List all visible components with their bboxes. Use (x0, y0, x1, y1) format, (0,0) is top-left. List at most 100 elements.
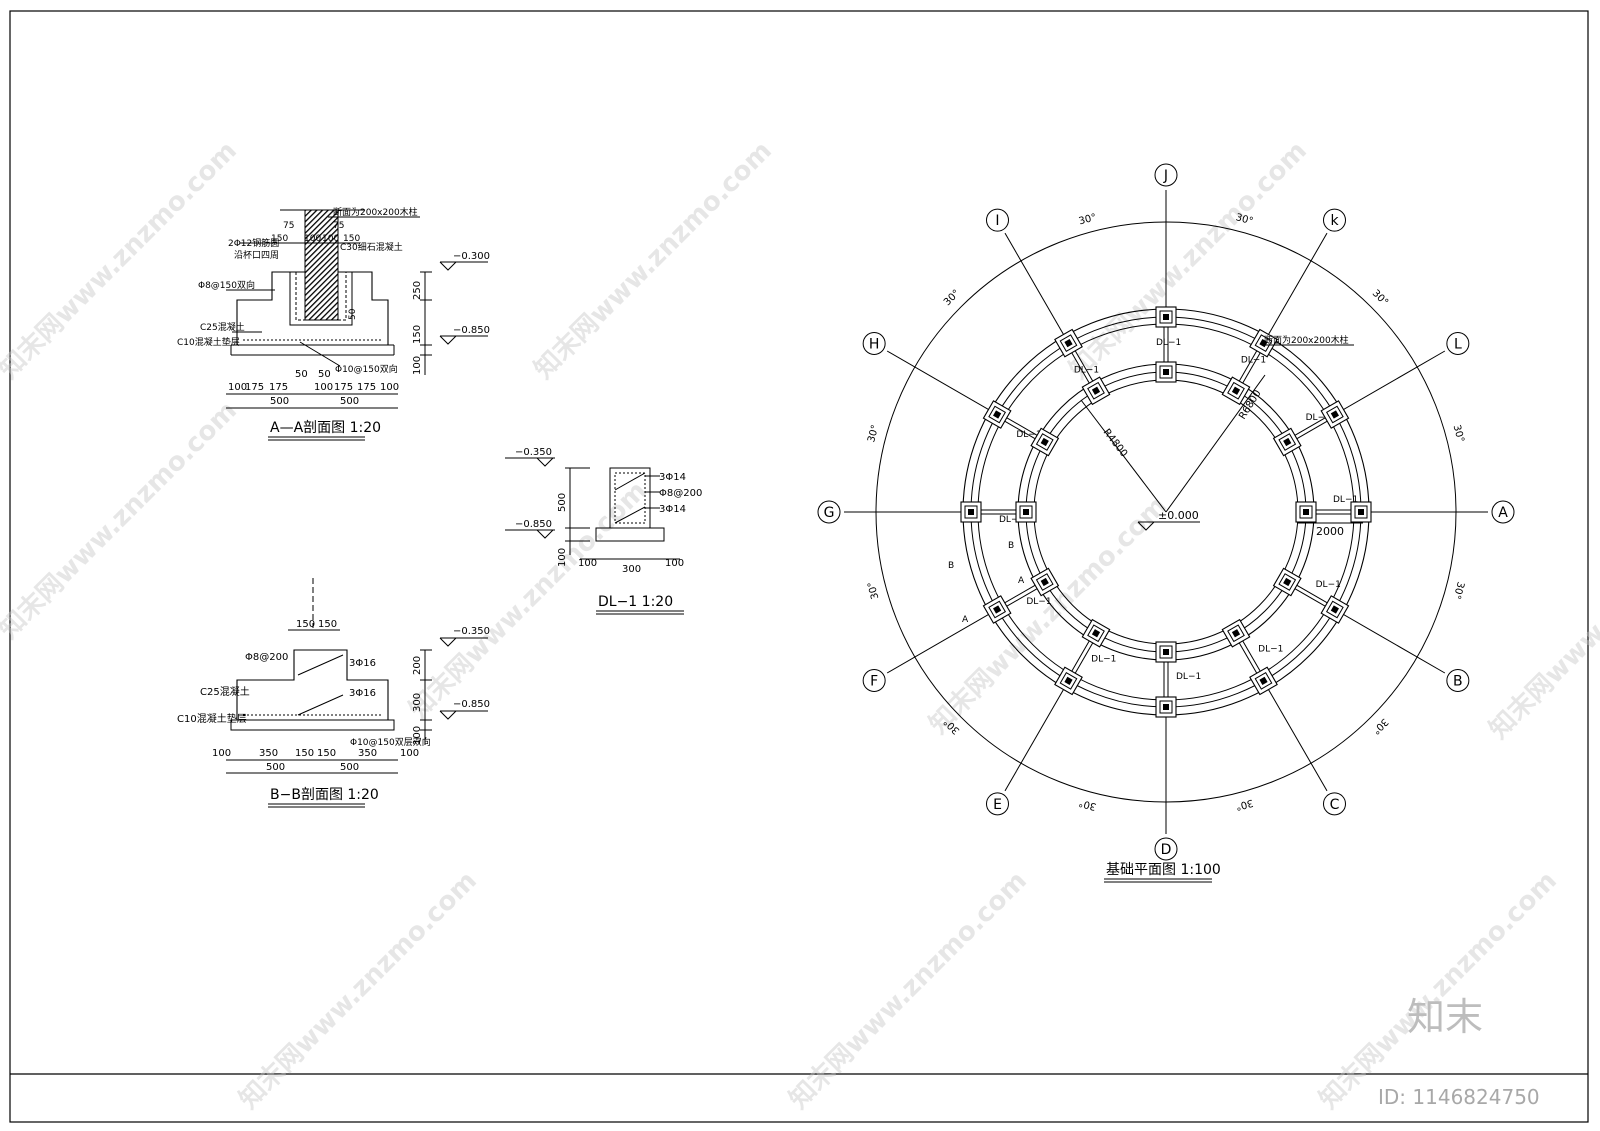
column-core (1283, 577, 1292, 587)
dim-500: 500 (557, 493, 568, 512)
axis-bubble (1323, 792, 1346, 816)
section-mark-b2: B (1008, 541, 1014, 551)
angle-label: 30° (1451, 424, 1466, 444)
angle-label: 30° (942, 288, 962, 308)
dim: 500 (270, 396, 289, 407)
beam-label: DL−1 (1016, 430, 1041, 440)
column-footing (1155, 361, 1177, 383)
brand-logo: 知末 (1407, 995, 1483, 1039)
elevation-bottom: −0.850 (515, 519, 552, 530)
axis-bubble (1154, 163, 1178, 187)
dim: 100 (212, 748, 231, 759)
watermark-text: 知末网www.znzmo.com (784, 866, 1033, 1115)
column-core (1358, 509, 1364, 515)
dim-150b: 150 (343, 234, 360, 244)
footing-outline (236, 271, 389, 345)
beam-label: DL−1 (1074, 365, 1099, 375)
dim-100a: 100 (304, 234, 321, 244)
section-bb: 150 150 Φ8@200 3Φ16 C25混凝土 3Φ16 C10混凝土垫层… (177, 578, 490, 808)
watermark-text: 知末网www.znzmo.com (1484, 496, 1600, 745)
dim-v100: 100 (412, 726, 423, 745)
aa-bottom-dims-row1: 100 175 175 50 50 100 175 175 100 (228, 369, 399, 393)
dim-150a: 150 (296, 619, 315, 630)
column-footing (1155, 696, 1177, 718)
stirrup-label: Φ8@200 (245, 652, 288, 663)
dim-150b: 150 (318, 619, 337, 630)
axis-bubble (1446, 669, 1470, 692)
column-note: 断面为200x200木柱 (1264, 334, 1349, 346)
column-footing (1155, 306, 1177, 328)
column-core (1040, 577, 1049, 587)
column-core (1259, 676, 1268, 685)
column-footing (1030, 567, 1060, 597)
axis-label: J (1163, 168, 1168, 184)
dim-75a: 75 (283, 221, 294, 231)
dim-150a: 150 (271, 234, 288, 244)
bottom-bar-label: Φ10@150双层双向 (350, 736, 431, 748)
axis-label: A (1498, 505, 1508, 521)
footing-outline (236, 649, 389, 720)
beam-label: DL−1 (1316, 580, 1341, 590)
stirrup-label: Φ8@200 (659, 488, 702, 499)
angle-label: 30° (866, 424, 881, 444)
bottom-bar-label: Φ10@150双向 (335, 363, 398, 375)
dim-v300: 300 (412, 693, 423, 712)
beam-label: DL−1 (1176, 672, 1201, 682)
column-footing (1081, 618, 1111, 648)
dim: 100 (380, 382, 399, 393)
axis-label: E (993, 797, 1002, 813)
watermark-text: 知末网www.znzmo.com (1314, 866, 1563, 1115)
column-core (1330, 410, 1339, 419)
beam-label: DL−1 (999, 515, 1024, 525)
column-core (1163, 649, 1169, 655)
angle-label: 30° (1370, 288, 1390, 308)
column-footing (1249, 328, 1278, 358)
column-core (1091, 629, 1101, 638)
dim: 150 (317, 748, 336, 759)
c25-label: C25混凝土 (200, 685, 250, 698)
angle-label: 30° (1370, 716, 1390, 736)
dim: 100 (314, 382, 333, 393)
column-core (993, 410, 1002, 419)
axis-bubble (986, 792, 1009, 816)
cup-socket (289, 272, 353, 326)
beam-label: DL−1 (1258, 645, 1283, 655)
elevation-bottom: −0.850 (453, 325, 490, 336)
column-core (1163, 314, 1169, 320)
rebar-top-label-2: 沿杯口四周 (234, 249, 279, 261)
sheet-border (9, 10, 1589, 1123)
axis-label: k (1330, 213, 1339, 229)
watermark-text: 知末网www.znzmo.com (1064, 136, 1313, 385)
dim-100b: 100 (322, 234, 339, 244)
section-mark-b: B (948, 561, 954, 571)
cushion (230, 719, 395, 731)
c10-label: C10混凝土垫层 (177, 712, 247, 725)
section-mark-a2: A (962, 615, 969, 625)
column-footing (960, 501, 982, 523)
column-footing (1221, 618, 1251, 648)
column-footing (1272, 567, 1302, 597)
axis-label: L (1454, 337, 1462, 353)
bar-bottom-label: 3Φ16 (349, 688, 376, 699)
section-aa-title: A—A剖面图 1:20 (270, 420, 381, 436)
column-core (993, 605, 1002, 614)
dim: 100 (400, 748, 419, 759)
section-bb-title: B−B剖面图 1:20 (270, 787, 379, 803)
dim: 175 (245, 382, 264, 393)
dim-75b: 75 (333, 221, 344, 231)
axis-bubble (862, 669, 886, 692)
column-note: 断面为200x200木柱 (333, 206, 418, 218)
dim-100: 100 (557, 548, 568, 567)
beam-cushion (595, 527, 665, 542)
dim: 500 (340, 396, 359, 407)
column-core (1040, 437, 1049, 447)
axis-label: D (1161, 842, 1172, 858)
axis-bubble (1446, 332, 1470, 355)
angle-label: 30° (1234, 212, 1254, 227)
column-core (1023, 509, 1029, 515)
axis-label: I (995, 213, 999, 229)
c10-label: C10混凝土垫层 (177, 336, 240, 348)
elevation-top: −0.300 (453, 251, 490, 262)
column-core (968, 509, 974, 515)
elevation-label: ±0.000 (1158, 509, 1199, 522)
